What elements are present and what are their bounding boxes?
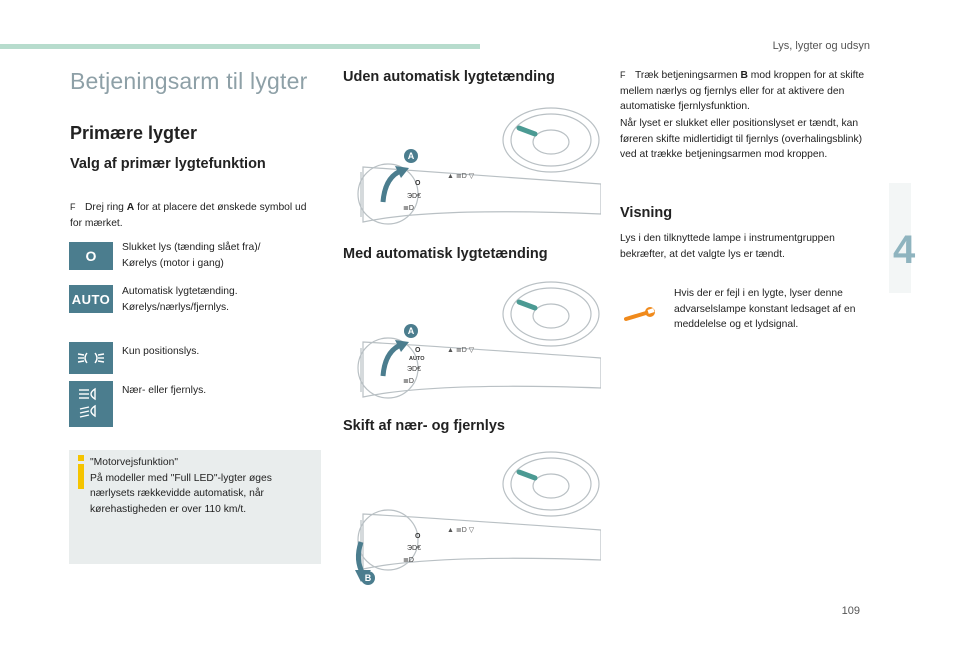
instruction-bold: A bbox=[126, 202, 135, 213]
chapter-number: 4 bbox=[893, 228, 916, 272]
display-heading: Visning bbox=[620, 205, 673, 221]
info-body: På modeller med "Full LED"-lygter øges n… bbox=[90, 472, 272, 515]
info-icon bbox=[78, 455, 84, 489]
bullet-bold: B bbox=[740, 70, 748, 81]
svg-text:≣D: ≣D bbox=[403, 376, 414, 385]
display-text: Lys i den tilknyttede lampe i instrument… bbox=[620, 233, 835, 260]
svg-text:AUTO: AUTO bbox=[409, 356, 425, 362]
primary-subheading: Valg af primær lygtefunktion bbox=[70, 156, 266, 172]
svg-text:O: O bbox=[415, 533, 421, 540]
mode-beam-text: Nær- eller fjernlys. bbox=[122, 385, 207, 396]
dipped-main-beam-icon bbox=[69, 381, 113, 427]
stalk-illustration-auto: O AUTO ЭD€ ≣D ▲ ≣D ▽ bbox=[343, 270, 601, 410]
page-number: 109 bbox=[841, 605, 860, 617]
svg-text:ЭD€: ЭD€ bbox=[407, 545, 421, 552]
svg-text:≣D: ≣D bbox=[403, 555, 414, 564]
mode-off-text: Slukket lys (tænding slået fra)/ Kørelys… bbox=[122, 242, 261, 269]
svg-text:O: O bbox=[415, 347, 421, 354]
mode-auto-text: Automatisk lygtetænding. Kørelys/nærlys/… bbox=[122, 286, 238, 313]
svg-text:≣D: ≣D bbox=[403, 203, 414, 212]
section-header: Lys, lygter og udsyn bbox=[772, 40, 870, 52]
mode-sidelight-text: Kun positionslys. bbox=[122, 346, 200, 357]
auto-heading: Med automatisk lygtetænding bbox=[343, 246, 548, 262]
bullet-post: mod kroppen for at skifte mellem nærlys … bbox=[620, 70, 865, 112]
page-title: Betjeningsarm til lygter bbox=[70, 68, 308, 94]
instruction-text: F Drej ring A for at placere det ønskede … bbox=[70, 200, 310, 231]
warning-text: Hvis der er fejl i en lygte, lyser denne… bbox=[674, 288, 856, 330]
stalk-illustration-no-auto: O ЭD€ ≣D ▲ ≣D ▽ bbox=[343, 92, 601, 237]
sidelight-icon bbox=[69, 342, 113, 374]
info-text: "Motorvejsfunktion" På modeller med "Ful… bbox=[90, 455, 312, 517]
callout-a-1: A bbox=[404, 149, 418, 163]
stalk-illustration-switch: O ЭD€ ≣D ▲ ≣D ▽ bbox=[343, 442, 601, 590]
wrench-warning-icon bbox=[624, 307, 655, 321]
svg-text:▲ ≣D ▽: ▲ ≣D ▽ bbox=[447, 525, 475, 534]
instruction-pre: Drej ring bbox=[85, 202, 127, 213]
switch-heading: Skift af nær- og fjernlys bbox=[343, 418, 505, 434]
bullet-text: F Træk betjeningsarmen B mod kroppen for … bbox=[620, 68, 878, 115]
info-box bbox=[69, 450, 321, 564]
primary-heading: Primære lygter bbox=[70, 123, 198, 143]
instruction-marker: F bbox=[70, 202, 76, 212]
svg-text:O: O bbox=[415, 180, 421, 187]
svg-text:▲ ≣D ▽: ▲ ≣D ▽ bbox=[447, 171, 475, 180]
svg-text:ЭD€: ЭD€ bbox=[407, 193, 421, 200]
svg-text:ЭD€: ЭD€ bbox=[407, 366, 421, 373]
bullet-pre: Træk betjeningsarmen bbox=[635, 70, 741, 81]
no-auto-heading: Uden automatisk lygtetænding bbox=[343, 69, 555, 85]
info-title: "Motorvejsfunktion" bbox=[90, 457, 179, 468]
instruction-post: for at placere det ønskede symbol ud for… bbox=[70, 202, 307, 229]
light-off-icon: O bbox=[69, 242, 113, 270]
callout-b: B bbox=[361, 571, 375, 585]
bullet-marker: F bbox=[620, 70, 626, 80]
callout-a-2: A bbox=[404, 324, 418, 338]
chapter-tab bbox=[889, 183, 911, 293]
top-accent-bar bbox=[0, 44, 480, 49]
auto-light-icon: AUTO bbox=[69, 285, 113, 313]
flash-paragraph: Når lyset er slukket eller positionslyse… bbox=[620, 118, 863, 160]
svg-text:▲ ≣D ▽: ▲ ≣D ▽ bbox=[447, 345, 475, 354]
